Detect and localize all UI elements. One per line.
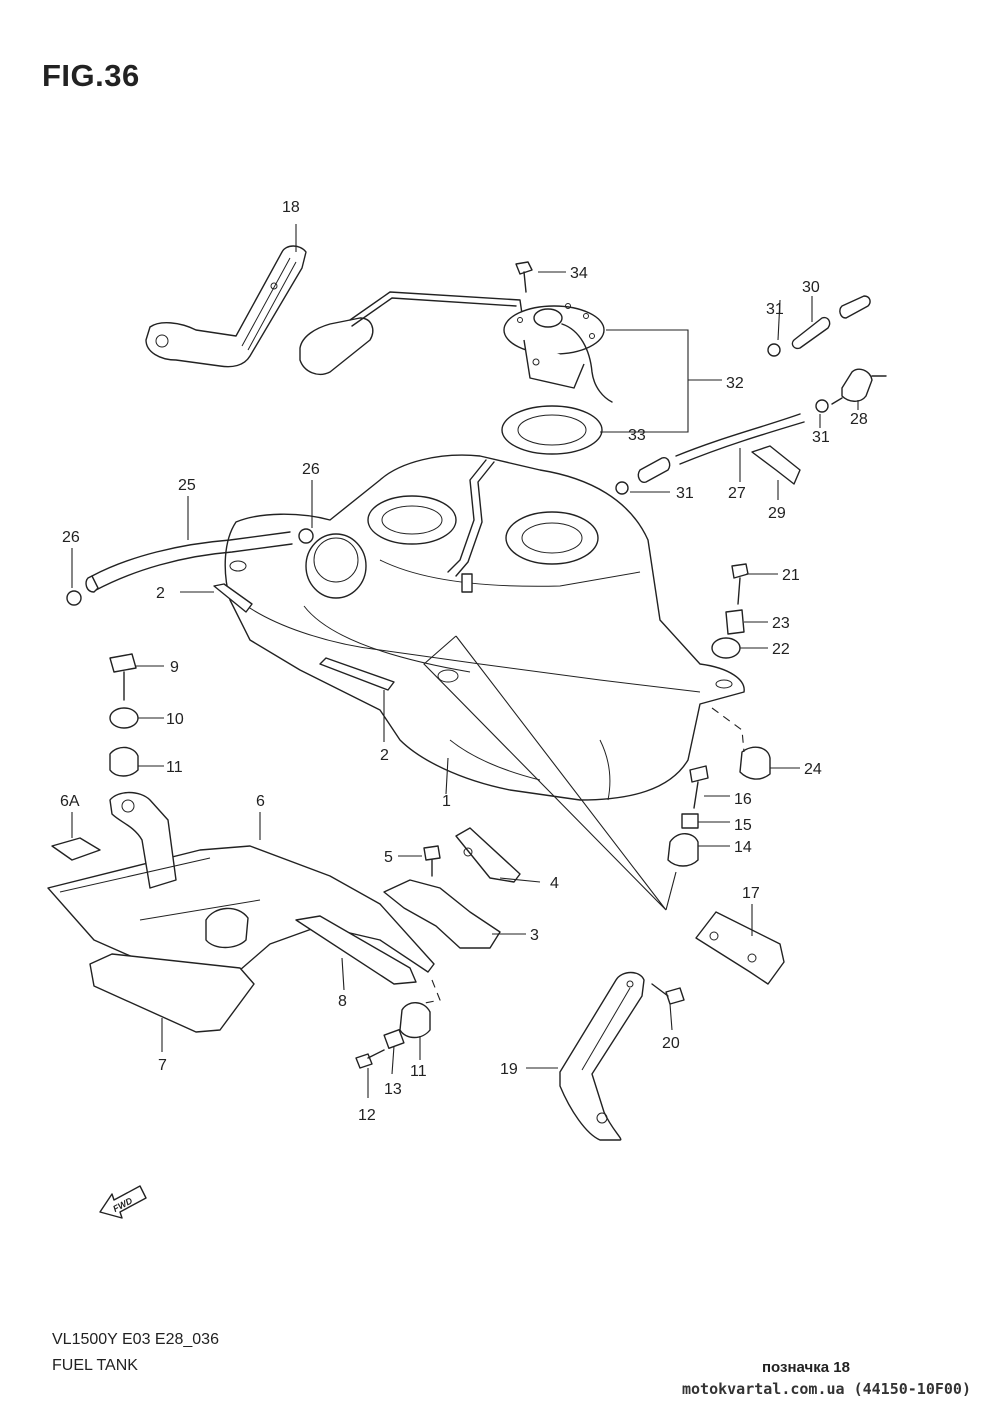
callout-26a: 26: [302, 461, 320, 478]
callout-26b: 26: [62, 529, 80, 546]
callout-34: 34: [570, 265, 588, 282]
callout-22: 22: [772, 641, 790, 658]
callout-6a: 6A: [60, 793, 80, 810]
part-29-clip: [751, 445, 801, 485]
callout-25: 25: [178, 477, 196, 494]
callout-3: 3: [530, 927, 539, 944]
part-31-clamps: [615, 343, 829, 495]
footer-note: позначка 18: [762, 1359, 850, 1376]
figure-title: FIG.36: [42, 58, 140, 93]
parts-9-11-front-mount: [109, 653, 139, 777]
fuel-level-float: [299, 291, 529, 376]
fwd-direction-arrow-icon: FWD: [99, 1185, 147, 1219]
callout-14: 14: [734, 839, 752, 856]
callout-2a: 2: [156, 585, 165, 602]
callout-17: 17: [742, 885, 760, 902]
callout-15: 15: [734, 817, 752, 834]
part-20-bolt: [651, 983, 685, 1005]
parts-21-24-rear-mount: [711, 563, 771, 780]
callout-11a: 11: [166, 759, 183, 776]
callout-12: 12: [358, 1107, 376, 1124]
callout-5: 5: [384, 849, 393, 866]
callout-9: 9: [170, 659, 179, 676]
part-25-hose: [85, 531, 293, 593]
callout-13: 13: [384, 1081, 402, 1098]
callout-18: 18: [282, 199, 300, 216]
callout-6: 6: [256, 793, 265, 810]
callout-30: 30: [802, 279, 820, 296]
callout-numbers: 1 2 2 3 4 5 6 6A 7 8 9 10 11 11 12 13 14…: [60, 199, 868, 1124]
part-18-bracket: [145, 245, 307, 368]
part-30-hose: [791, 295, 871, 350]
part-2-cushions: [213, 583, 395, 691]
part-32-fuel-pump: [503, 303, 613, 403]
callout-4: 4: [550, 875, 559, 892]
callout-21: 21: [782, 567, 800, 584]
callout-29: 29: [768, 505, 786, 522]
callout-20: 20: [662, 1035, 680, 1052]
parts-3-5-brackets: [383, 827, 521, 949]
callout-19: 19: [500, 1061, 518, 1078]
part-34-bolt: [515, 261, 533, 293]
part-7-pad: [89, 953, 255, 1033]
part-8-rail: [295, 915, 417, 985]
callout-27: 27: [728, 485, 746, 502]
callout-31b: 31: [812, 429, 830, 446]
part-28-fuel-filter: [831, 368, 887, 405]
callout-8: 8: [338, 993, 347, 1010]
callout-24: 24: [804, 761, 822, 778]
callout-33: 33: [628, 427, 646, 444]
callout-32: 32: [726, 375, 744, 392]
footer-model-code: VL1500Y E03 E28_036: [52, 1331, 219, 1348]
parts-11-13-lower-mount: [355, 1002, 431, 1069]
callout-16: 16: [734, 791, 752, 808]
part-6-cover: [47, 791, 435, 987]
part-27-fuel-hose: [637, 413, 805, 483]
callout-10: 10: [166, 711, 184, 728]
footer-site-watermark: motokvartal.com.ua (44150-10F00): [682, 1380, 971, 1398]
callout-1: 1: [442, 793, 451, 810]
part-26-clamps: [66, 528, 314, 606]
part-19-bracket: [559, 971, 645, 1141]
callout-31a: 31: [766, 301, 784, 318]
callout-23: 23: [772, 615, 790, 632]
footer-section-name: FUEL TANK: [52, 1357, 138, 1374]
callout-2b: 2: [380, 747, 389, 764]
leader-lines: [71, 224, 859, 1098]
parts-14-16-mount: [667, 765, 709, 867]
callout-11b: 11: [410, 1063, 427, 1080]
part-33-gasket: [501, 405, 603, 455]
callout-7: 7: [158, 1057, 167, 1074]
part-17-plate: [695, 911, 785, 985]
callout-28: 28: [850, 411, 868, 428]
dashed-assembly-lines: [419, 707, 745, 1005]
part-1-fuel-tank: [224, 454, 745, 801]
callout-31c: 31: [676, 485, 694, 502]
part-6a-label: [51, 837, 101, 861]
